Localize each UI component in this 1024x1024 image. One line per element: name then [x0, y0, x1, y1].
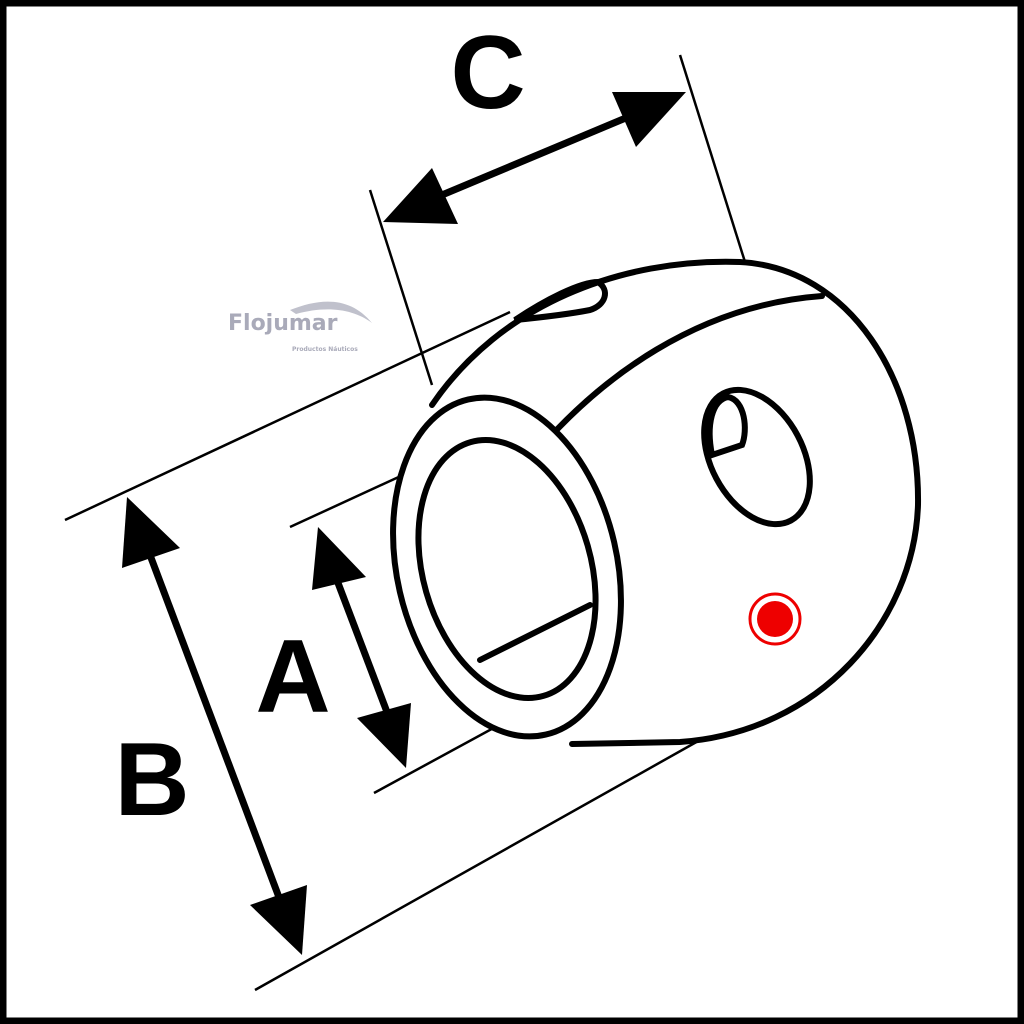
logo-tagline: Productos Náuticos: [292, 346, 358, 353]
label-a: A: [255, 619, 330, 735]
label-c: C: [450, 15, 525, 131]
outer-ring: [390, 394, 624, 740]
red-marker-dot: [748, 592, 802, 646]
flojumar-logo: Flojumar Productos Náuticos: [228, 301, 372, 353]
shaft-bore: [415, 437, 599, 701]
bolt-hole: [701, 386, 813, 528]
dimension-arrow-c: [383, 92, 686, 224]
dimension-arrow-a: [312, 527, 411, 768]
label-b: B: [114, 722, 189, 838]
logo-name: Flojumar: [228, 311, 338, 336]
anode-body: [390, 258, 922, 747]
dimension-arrow-b: [122, 497, 307, 955]
